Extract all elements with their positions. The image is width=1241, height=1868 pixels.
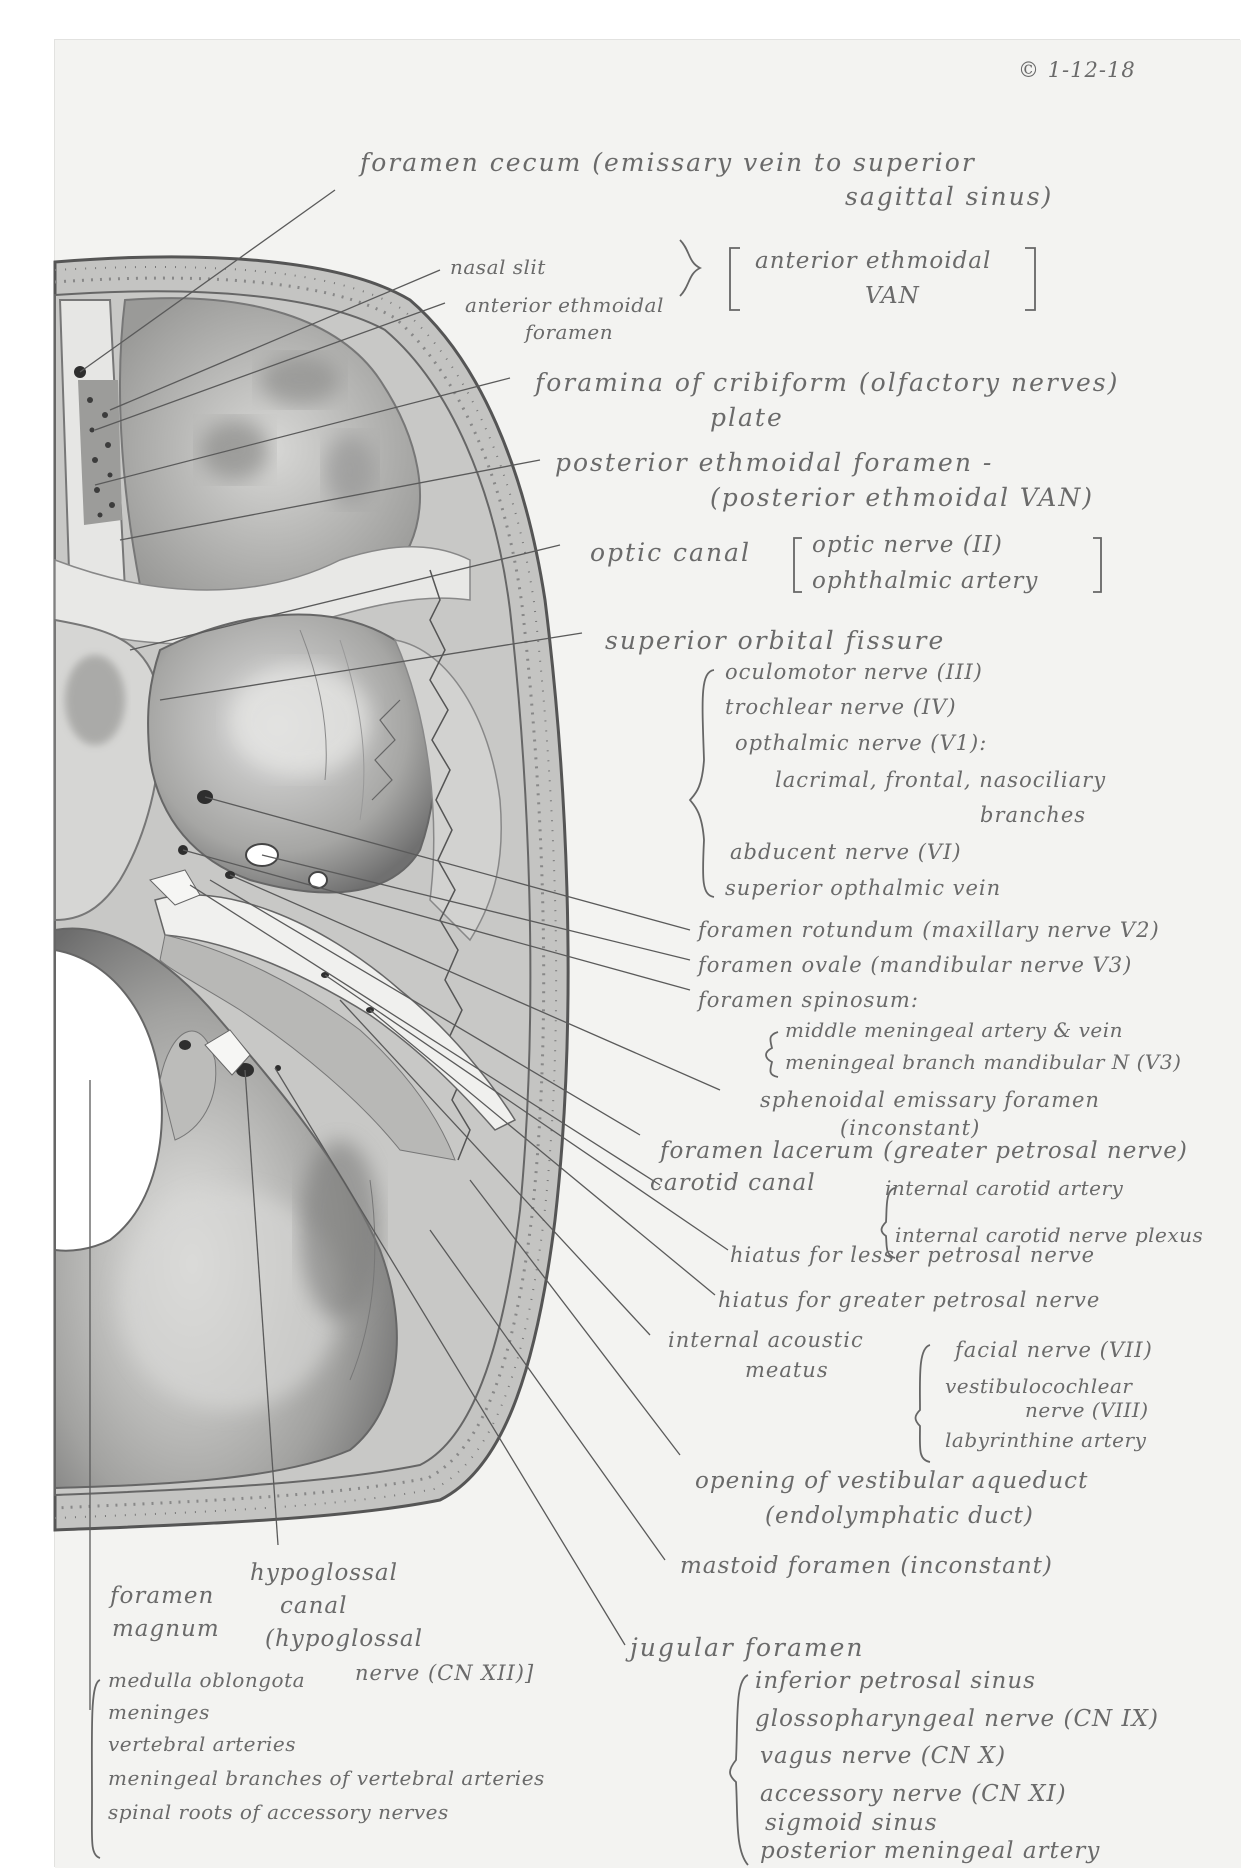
label-anterior-ethmoidal-van-2: VAN — [865, 285, 920, 308]
label-abducent: abducent nerve (VI) — [730, 842, 962, 863]
label-foramen-magnum-2: magnum — [112, 1618, 220, 1641]
label-posterior-ethmoidal-2: (posterior ethmoidal VAN) — [710, 485, 1094, 510]
label-superior-orbital-fissure: superior orbital fissure — [605, 628, 945, 653]
label-internal-carotid-plexus: internal carotid nerve plexus — [895, 1225, 1203, 1245]
label-posterior-ethmoidal: posterior ethmoidal foramen - — [555, 450, 993, 475]
label-ophthalmic-artery: ophthalmic artery — [812, 570, 1038, 593]
label-glossopharyngeal: glossopharyngeal nerve (CN IX) — [755, 1708, 1159, 1731]
label-internal-acoustic: internal acoustic — [668, 1330, 864, 1351]
label-vertebral-arteries: vertebral arteries — [108, 1734, 296, 1754]
label-hypoglossal: hypoglossal — [250, 1562, 398, 1585]
label-labyrinthine: labyrinthine artery — [945, 1430, 1146, 1450]
label-hypoglossal-3: (hypoglossal — [265, 1628, 423, 1651]
label-spinal-roots: spinal roots of accessory nerves — [108, 1802, 449, 1822]
label-foramen-rotundum: foramen rotundum (maxillary nerve V2) — [698, 920, 1160, 941]
label-hiatus-greater: hiatus for greater petrosal nerve — [718, 1290, 1100, 1311]
label-vestibulocochlear-2: nerve (VIII) — [1025, 1400, 1149, 1420]
label-vagus: vagus nerve (CN X) — [760, 1745, 1006, 1768]
label-accessory: accessory nerve (CN XI) — [760, 1783, 1067, 1806]
label-lacrimal: lacrimal, frontal, nasociliary — [775, 770, 1106, 791]
label-trochlear: trochlear nerve (IV) — [725, 697, 957, 718]
label-foramen-cecum-2: sagittal sinus) — [845, 184, 1053, 209]
label-middle-meningeal: middle meningeal artery & vein — [785, 1020, 1123, 1040]
label-vestibulocochlear: vestibulocochlear — [945, 1376, 1133, 1396]
label-opthalmic-nerve: opthalmic nerve (V1): — [735, 733, 987, 754]
label-oculomotor: oculomotor nerve (III) — [725, 662, 983, 683]
label-medulla: medulla oblongota — [108, 1670, 305, 1690]
label-hiatus-lesser: hiatus for lesser petrosal nerve — [730, 1245, 1095, 1266]
label-hypoglossal-4: nerve (CN XII)] — [355, 1663, 534, 1684]
label-cribriform: foramina of cribiform (olfactory nerves) — [535, 370, 1119, 395]
label-optic-canal: optic canal — [590, 540, 751, 565]
label-anterior-ethmoidal-foramen-2: foramen — [525, 322, 613, 342]
label-foramen-magnum: foramen — [110, 1585, 214, 1608]
label-internal-carotid-artery: internal carotid artery — [885, 1178, 1123, 1198]
label-sphenoidal-emissary-2: (inconstant) — [840, 1118, 980, 1139]
label-foramen-cecum: foramen cecum (emissary vein to superior — [360, 150, 976, 175]
label-sigmoid: sigmoid sinus — [765, 1812, 938, 1835]
label-jugular-foramen: jugular foramen — [630, 1635, 865, 1660]
label-carotid-canal: carotid canal — [650, 1172, 816, 1195]
date-label: © 1-12-18 — [1018, 60, 1136, 81]
label-mastoid-foramen: mastoid foramen (inconstant) — [680, 1555, 1053, 1578]
label-facial: facial nerve (VII) — [955, 1340, 1153, 1361]
label-internal-acoustic-2: meatus — [745, 1360, 829, 1381]
label-hypoglossal-2: canal — [280, 1595, 347, 1618]
label-posterior-meningeal: posterior meningeal artery — [760, 1840, 1100, 1863]
label-sphenoidal-emissary: sphenoidal emissary foramen — [760, 1090, 1100, 1111]
label-foramen-spinosum: foramen spinosum: — [698, 990, 919, 1011]
label-meningeal-branch: meningeal branch mandibular N (V3) — [785, 1052, 1181, 1072]
label-vestibular-aqueduct-2: (endolymphatic duct) — [765, 1505, 1034, 1528]
label-foramen-lacerum: foramen lacerum (greater petrosal nerve) — [660, 1140, 1188, 1163]
label-meninges: meninges — [108, 1702, 210, 1722]
label-cribriform-2: plate — [710, 405, 784, 430]
label-meningeal-vertebral: meningeal branches of vertebral arteries — [108, 1768, 545, 1788]
label-foramen-ovale: foramen ovale (mandibular nerve V3) — [698, 955, 1132, 976]
label-inferior-petrosal: inferior petrosal sinus — [755, 1670, 1036, 1693]
copyright-icon: © — [1018, 58, 1040, 82]
label-optic-nerve: optic nerve (II) — [812, 534, 1003, 557]
label-vestibular-aqueduct: opening of vestibular aqueduct — [695, 1470, 1088, 1493]
label-nasal-slit: nasal slit — [450, 257, 546, 277]
label-superior-opthalmic-vein: superior opthalmic vein — [725, 878, 1001, 899]
label-anterior-ethmoidal-van: anterior ethmoidal — [755, 250, 991, 273]
label-branches: branches — [980, 805, 1086, 826]
label-anterior-ethmoidal-foramen: anterior ethmoidal — [465, 295, 664, 315]
